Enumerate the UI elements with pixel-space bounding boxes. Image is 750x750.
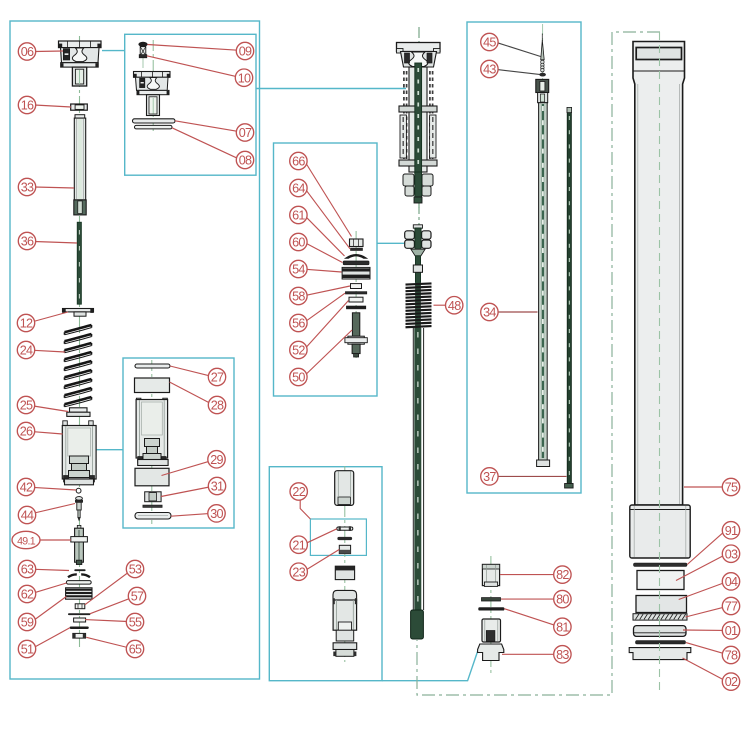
svg-text:34: 34 <box>483 306 496 320</box>
svg-text:62: 62 <box>21 588 34 602</box>
svg-text:44: 44 <box>21 509 34 523</box>
svg-text:66: 66 <box>292 155 305 169</box>
svg-text:82: 82 <box>556 568 569 582</box>
svg-text:43: 43 <box>483 63 496 77</box>
svg-text:64: 64 <box>292 182 305 196</box>
svg-text:23: 23 <box>292 565 305 579</box>
svg-text:29: 29 <box>210 453 223 467</box>
svg-text:57: 57 <box>131 590 144 604</box>
svg-text:77: 77 <box>725 600 738 614</box>
svg-text:49.1: 49.1 <box>17 536 36 548</box>
svg-text:52: 52 <box>292 344 305 358</box>
svg-text:31: 31 <box>211 480 224 494</box>
svg-text:53: 53 <box>129 563 142 577</box>
svg-text:65: 65 <box>129 643 142 657</box>
svg-text:28: 28 <box>211 399 224 413</box>
svg-text:60: 60 <box>292 236 305 250</box>
svg-text:16: 16 <box>21 99 34 113</box>
svg-text:26: 26 <box>20 425 33 439</box>
svg-text:33: 33 <box>21 181 34 195</box>
svg-text:80: 80 <box>556 593 569 607</box>
svg-text:51: 51 <box>21 643 34 657</box>
svg-text:27: 27 <box>211 371 224 385</box>
svg-text:10: 10 <box>238 71 251 85</box>
svg-text:08: 08 <box>239 154 252 168</box>
svg-text:50: 50 <box>292 371 305 385</box>
svg-text:07: 07 <box>239 126 252 140</box>
svg-text:58: 58 <box>292 290 305 304</box>
svg-text:78: 78 <box>725 649 738 663</box>
svg-text:59: 59 <box>21 616 34 630</box>
svg-text:06: 06 <box>21 45 34 59</box>
svg-text:91: 91 <box>725 524 738 538</box>
svg-text:63: 63 <box>21 563 34 577</box>
svg-text:03: 03 <box>725 547 738 561</box>
svg-text:83: 83 <box>556 648 569 662</box>
svg-text:54: 54 <box>292 263 305 277</box>
svg-text:12: 12 <box>20 317 33 331</box>
svg-text:36: 36 <box>21 235 34 249</box>
svg-text:75: 75 <box>725 481 738 495</box>
svg-text:22: 22 <box>292 485 305 499</box>
svg-text:24: 24 <box>20 344 33 358</box>
svg-text:48: 48 <box>448 299 461 313</box>
svg-text:04: 04 <box>725 575 738 589</box>
svg-text:42: 42 <box>20 481 33 495</box>
svg-text:21: 21 <box>292 538 305 552</box>
svg-text:09: 09 <box>239 45 252 59</box>
svg-text:55: 55 <box>129 616 142 630</box>
svg-text:37: 37 <box>483 470 496 484</box>
svg-text:02: 02 <box>725 675 738 689</box>
svg-text:25: 25 <box>20 399 33 413</box>
svg-text:30: 30 <box>210 507 223 521</box>
svg-text:56: 56 <box>292 317 305 331</box>
svg-text:45: 45 <box>483 36 496 50</box>
svg-text:61: 61 <box>292 209 305 223</box>
svg-text:01: 01 <box>725 624 738 638</box>
svg-text:81: 81 <box>556 620 569 634</box>
